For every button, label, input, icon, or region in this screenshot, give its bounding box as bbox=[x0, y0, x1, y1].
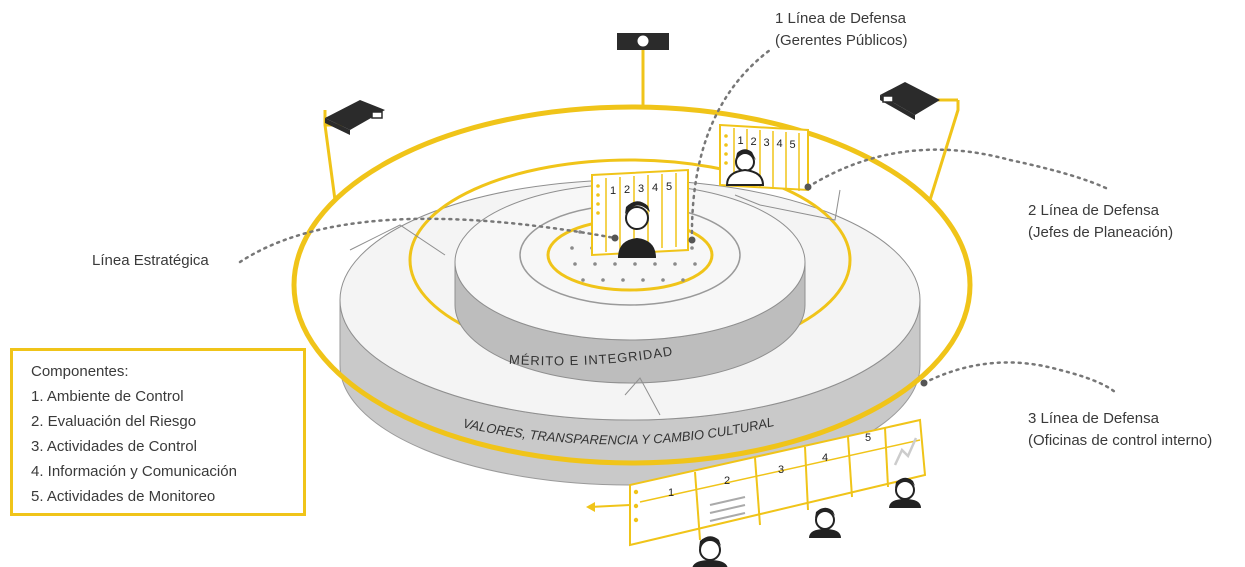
panel-number: 2 bbox=[751, 136, 757, 148]
components-box: Componentes: 1. Ambiente de Control 2. E… bbox=[10, 348, 306, 516]
third-line-title: 3 Línea de Defensa bbox=[1028, 410, 1159, 427]
outer-yellow-ring bbox=[291, 104, 973, 466]
panel-number: 3 bbox=[778, 464, 784, 476]
panel-number: 3 bbox=[764, 137, 770, 149]
second-line-title: 2 Línea de Defensa bbox=[1028, 202, 1159, 219]
bottom-person-icon-1 bbox=[692, 536, 728, 567]
leader-line-2 bbox=[806, 148, 1112, 192]
panel-number: 5 bbox=[790, 139, 796, 151]
right-camera-icon bbox=[880, 82, 960, 201]
component-item: 5. Actividades de Monitoreo bbox=[31, 488, 216, 505]
strategic-person-icon bbox=[618, 201, 656, 258]
bottom-person-icon-2 bbox=[809, 507, 841, 538]
leader-line-3 bbox=[922, 361, 1117, 394]
platform-divider-bottom bbox=[624, 377, 661, 416]
panel-number: 1 bbox=[668, 487, 674, 499]
second-line-label: 2 Línea de Defensa (Jefes de Planeación) bbox=[1028, 200, 1173, 244]
top-camera-icon bbox=[617, 33, 669, 105]
component-item: 4. Información y Comunicación bbox=[31, 463, 237, 480]
first-line-person-icon bbox=[725, 149, 765, 186]
panel-number: 2 bbox=[724, 475, 730, 487]
panel-number: 1 bbox=[610, 185, 616, 197]
first-line-subtitle: (Gerentes Públicos) bbox=[775, 32, 908, 49]
first-line-label: 1 Línea de Defensa (Gerentes Públicos) bbox=[775, 8, 908, 52]
component-item: 1. Ambiente de Control bbox=[31, 388, 184, 405]
leader-line-strategic bbox=[238, 217, 617, 264]
panel-number: 4 bbox=[777, 138, 783, 150]
third-line-label: 3 Línea de Defensa (Oficinas de control … bbox=[1028, 408, 1212, 452]
panel-number: 1 bbox=[738, 135, 744, 147]
component-item: 2. Evaluación del Riesgo bbox=[31, 413, 197, 430]
platform-divider-right bbox=[734, 189, 841, 221]
panel-number: 3 bbox=[638, 183, 644, 195]
bottom-person-icon-3 bbox=[889, 477, 921, 508]
left-camera-icon bbox=[323, 100, 385, 201]
panel-number: 5 bbox=[865, 432, 871, 444]
panel-number: 4 bbox=[652, 182, 658, 194]
third-line-subtitle: (Oficinas de control interno) bbox=[1028, 432, 1213, 449]
components-heading: Componentes: bbox=[31, 363, 129, 380]
leader-line-1 bbox=[690, 48, 772, 242]
platform-divider-left bbox=[349, 224, 446, 256]
panel-number: 2 bbox=[624, 184, 630, 196]
first-line-title: 1 Línea de Defensa bbox=[775, 10, 906, 27]
panel-number: 5 bbox=[666, 181, 672, 193]
component-item: 3. Actividades de Control bbox=[31, 438, 197, 455]
third-line-component-panel bbox=[586, 418, 927, 547]
strategic-line-label: Línea Estratégica bbox=[92, 252, 209, 269]
panel-number: 4 bbox=[822, 452, 828, 464]
second-line-subtitle: (Jefes de Planeación) bbox=[1028, 224, 1174, 241]
